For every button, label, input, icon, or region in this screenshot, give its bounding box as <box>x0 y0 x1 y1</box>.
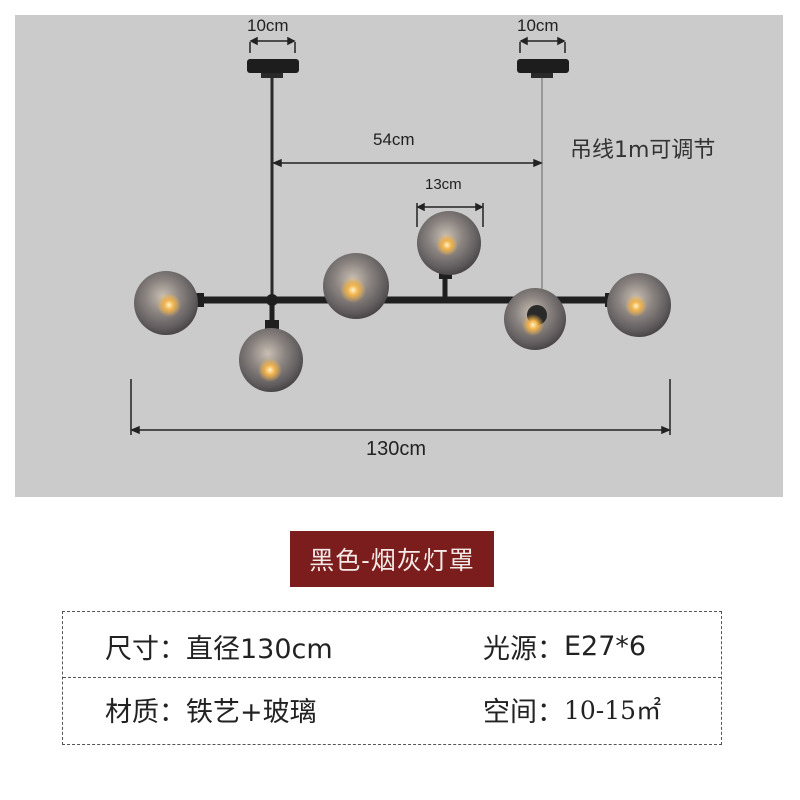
globe-lower-right <box>504 288 566 350</box>
variant-badge: 黑色-烟灰灯罩 <box>290 531 494 587</box>
span-dimension-label: 54cm <box>373 130 415 149</box>
spec-table-divider <box>63 677 721 678</box>
globe-lower-left <box>239 320 303 392</box>
spec-material-value: 铁艺+玻璃 <box>186 696 317 728</box>
spec-light-source-label: 光源： <box>483 633 564 665</box>
spec-space: 空间： 10-15㎡ <box>483 687 661 731</box>
spec-table: 尺寸： 直径130cm 光源： E27*6 材质： 铁艺+玻璃 空间： 10-1… <box>62 611 722 745</box>
spec-size-value: 直径130cm <box>186 633 333 665</box>
globe-center-left <box>323 253 389 319</box>
total-length-dimension-label: 130cm <box>366 438 427 460</box>
spec-material: 材质： 铁艺+玻璃 <box>105 687 317 731</box>
chandelier-illustration <box>130 36 671 435</box>
globe-far-right <box>605 273 671 337</box>
spec-space-label: 空间： <box>483 696 564 728</box>
spec-space-value: 10-15㎡ <box>564 696 662 725</box>
spec-size-label: 尺寸： <box>105 633 186 665</box>
total-length-dimension <box>130 379 671 435</box>
globe-top-center <box>417 211 481 279</box>
product-image: 10cm 10cm 54cm 13cm 130cm 吊线1m可调节 <box>15 15 783 497</box>
globe-far-left <box>134 271 204 335</box>
canopy-dimension-left <box>249 36 296 53</box>
canopy-left-dimension-label: 10cm <box>247 16 289 35</box>
ceiling-canopy-right <box>517 59 569 78</box>
globe-dimension-label: 13cm <box>425 176 462 193</box>
spec-light-source: 光源： E27*6 <box>483 624 646 668</box>
canopy-right-dimension-label: 10cm <box>517 16 559 35</box>
spec-light-source-value: E27*6 <box>564 630 647 662</box>
ceiling-canopy-left <box>247 59 299 78</box>
canopy-dimension-right <box>519 36 566 53</box>
spec-material-label: 材质： <box>105 696 186 728</box>
wire-adjustable-note: 吊线1m可调节 <box>570 138 716 163</box>
globe-dimension <box>416 202 484 227</box>
span-dimension <box>272 158 543 168</box>
spec-size: 尺寸： 直径130cm <box>105 624 333 668</box>
